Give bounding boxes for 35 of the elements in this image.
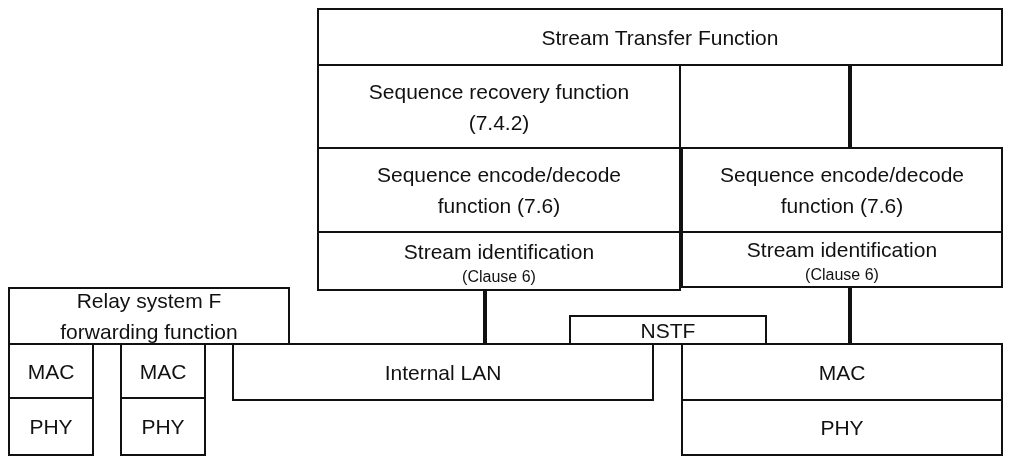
box-label: NSTF xyxy=(639,317,697,344)
box-label: MAC xyxy=(817,359,867,386)
box-label: PHY xyxy=(28,414,74,440)
box-label: Stream identification xyxy=(745,237,939,263)
box-label: Stream Transfer Function xyxy=(540,24,780,51)
clause-reference: (Clause 6) xyxy=(805,265,879,285)
box-label: MAC xyxy=(138,358,188,385)
internal-lan-box xyxy=(232,343,654,401)
sequence-codec-box xyxy=(681,147,1003,233)
box-label: PHY xyxy=(819,415,865,441)
box-label: Sequence encode/decode function (7.6) xyxy=(718,162,965,219)
stream-identification-box xyxy=(681,231,1003,288)
box-label: Relay system F forwarding function xyxy=(59,288,239,345)
mac-layer-box xyxy=(681,343,1003,401)
box-label: Sequence encode/decode function (7.6) xyxy=(375,162,622,219)
box-label: Stream identification xyxy=(402,238,596,265)
connector-line xyxy=(848,66,852,147)
clause-reference: (Clause 6) xyxy=(462,266,536,287)
box-label: MAC xyxy=(26,358,76,385)
sequence-recovery-box xyxy=(317,64,681,149)
mac-layer-box xyxy=(8,343,94,399)
sequence-codec-box xyxy=(317,147,681,233)
phy-layer-box xyxy=(681,399,1003,456)
box-label: Sequence recovery function (7.4.2) xyxy=(367,78,631,136)
connector-line xyxy=(483,291,487,343)
phy-layer-box xyxy=(120,397,206,456)
stream-transfer-function-box xyxy=(317,8,1003,66)
box-label: PHY xyxy=(140,414,186,440)
forwarding-function-box xyxy=(8,287,290,345)
mac-layer-box xyxy=(120,343,206,399)
stream-identification-box xyxy=(317,231,681,291)
connector-line xyxy=(848,288,852,343)
nstf-box xyxy=(569,315,767,345)
phy-layer-box xyxy=(8,397,94,456)
box-label: Internal LAN xyxy=(383,359,503,386)
